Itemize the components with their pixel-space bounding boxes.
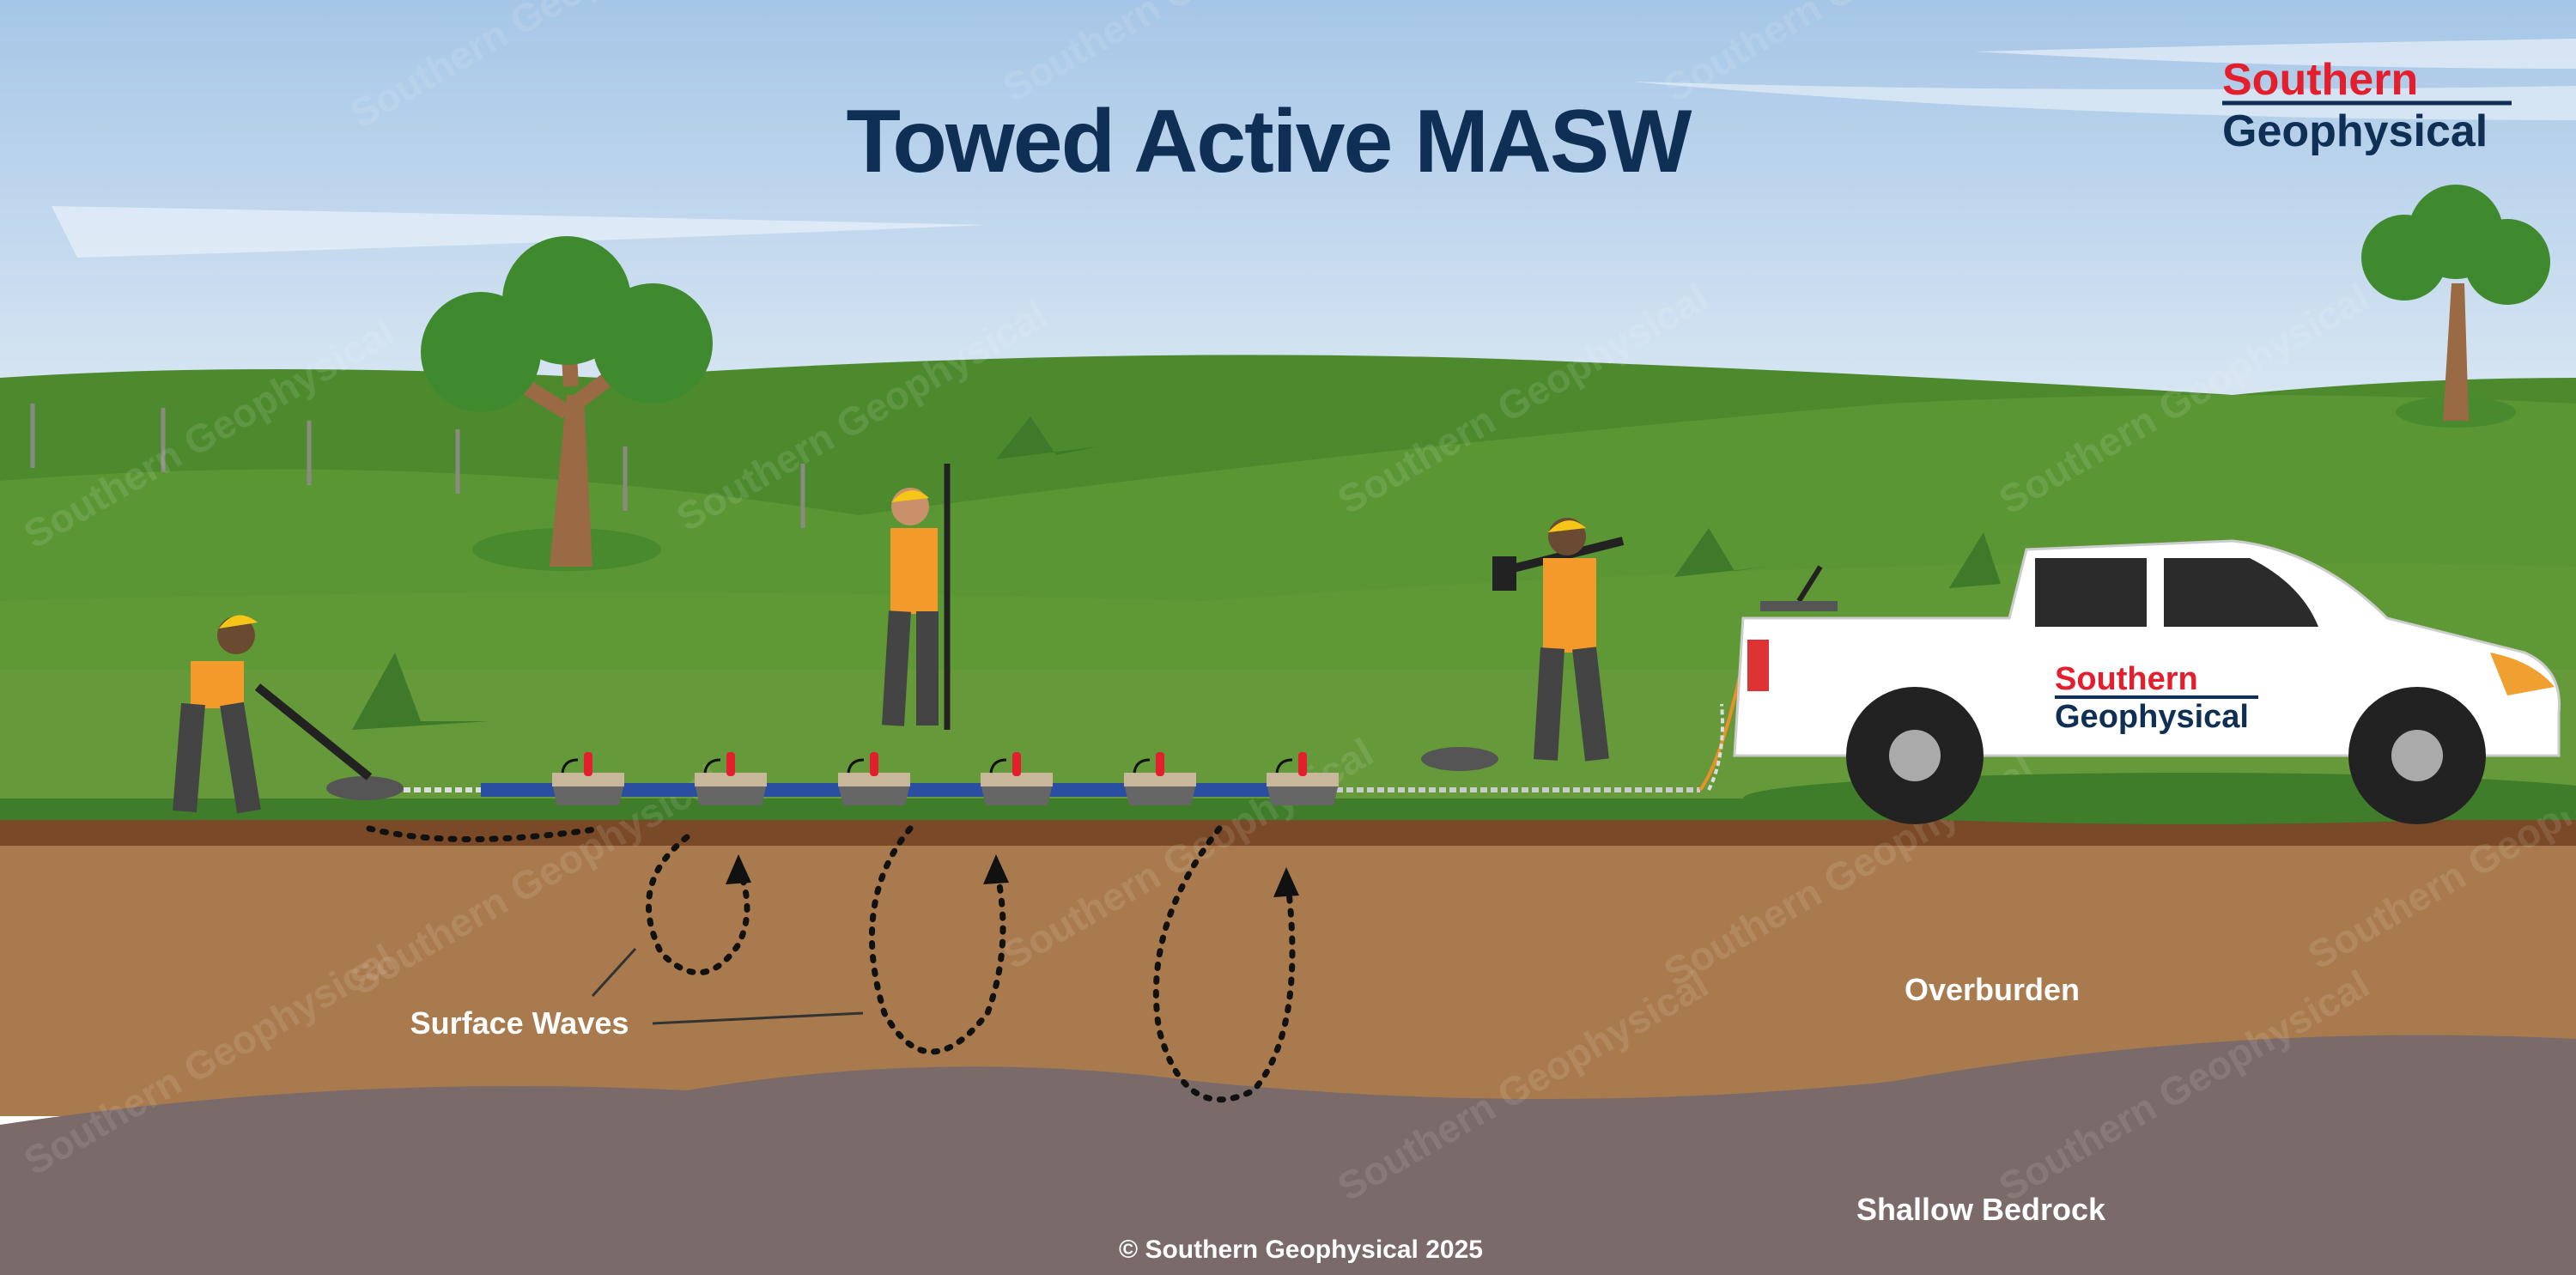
cloud-streak [52,206,987,258]
page-title: Towed Active MASW [847,92,1693,191]
strike-plate [326,776,404,800]
geophone [1267,752,1339,805]
source-plate [1421,747,1498,771]
wave-arrowheads [726,854,1299,897]
logo: Southern Geophysical [2222,55,2512,156]
svg-text:Southern: Southern [2222,55,2418,105]
cloud-streak [1631,82,2576,120]
overburden-layer [0,846,2576,1116]
copyright: © Southern Geophysical 2025 [1119,1236,1483,1264]
geophone [695,752,767,805]
label-overburden: Overburden [1905,972,2080,1007]
surface-waves [366,825,1296,1103]
bedrock-layer [0,1035,2576,1275]
truck-logo-line2: Geophysical [2055,699,2249,735]
geophone [1124,752,1196,805]
cloud-streak [1975,39,2576,69]
shrubs [352,416,2001,730]
geophone [552,752,624,805]
truck: Southern Geophysical [1733,539,2576,824]
geophone [838,752,910,805]
label-surface-waves: Surface Waves [410,1005,629,1041]
geophone [981,752,1053,805]
worker-sledgehammer [1492,518,1625,762]
leader-lines [591,947,864,1025]
tree-right [2361,185,2550,428]
land-streamer [326,617,1753,805]
topsoil-band [0,820,2576,850]
worker-gps-pole [882,464,951,730]
fence [30,404,805,528]
svg-text:Geophysical: Geophysical [2222,106,2488,156]
geophones [552,752,1339,805]
label-shallow-bedrock: Shallow Bedrock [1856,1192,2106,1227]
truck-logo-line1: Southern [2055,661,2198,697]
tree-left [421,236,713,571]
worker-hammer-left [173,615,373,814]
